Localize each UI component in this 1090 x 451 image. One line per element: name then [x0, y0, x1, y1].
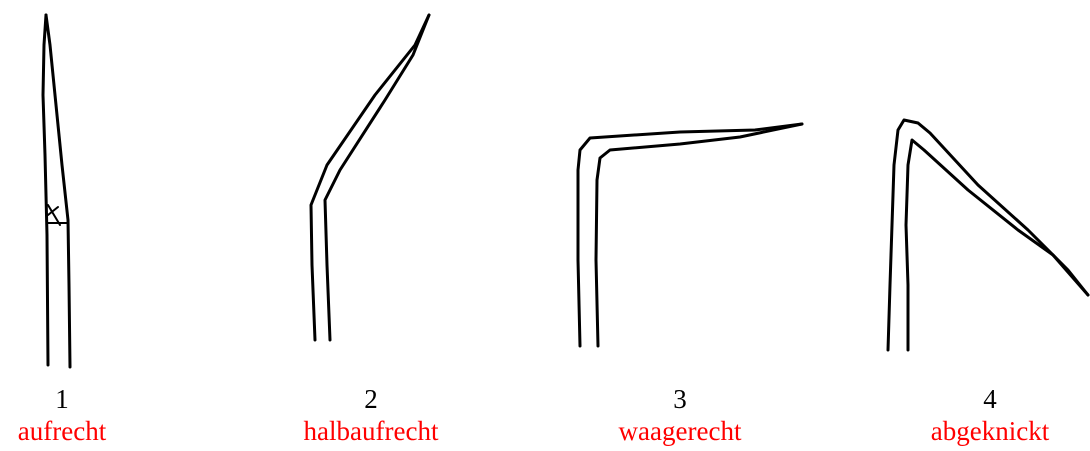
figure-1-label: aufrecht	[0, 418, 162, 445]
figure-4-label: abgeknickt	[890, 418, 1090, 445]
figure-3-label: waagerecht	[580, 418, 780, 445]
figure-3-caption: 3 waagerecht	[580, 386, 780, 445]
figure-4-bent-stem	[868, 105, 1090, 365]
figure-3-horizontal-stem	[540, 110, 810, 370]
figure-1-number: 1	[0, 386, 162, 418]
figure-4-caption: 4 abgeknickt	[890, 386, 1090, 445]
figure-4-number: 4	[890, 386, 1090, 418]
figure-1-caption: 1 aufrecht	[0, 386, 162, 445]
figure-3-number: 3	[580, 386, 780, 418]
figure-2-number: 2	[271, 386, 471, 418]
figure-2-label: halbaufrecht	[271, 418, 471, 445]
figure-2-half-upright-stem	[285, 5, 450, 370]
figure-2-caption: 2 halbaufrecht	[271, 386, 471, 445]
figure-1-upright-stem	[30, 5, 90, 370]
